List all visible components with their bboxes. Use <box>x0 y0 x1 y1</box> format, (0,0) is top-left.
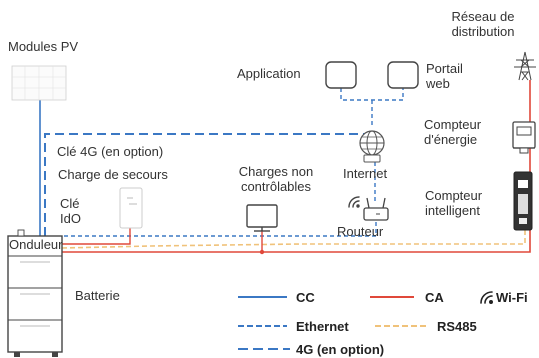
energy-meter-label: Compteur d'énergie <box>424 117 482 148</box>
legend-wifi-label: Wi-Fi <box>496 290 528 305</box>
router-icon <box>363 197 389 221</box>
uncontrollable-loads-label: Charges non contrôlables <box>228 164 324 195</box>
legend-rs485-label: RS485 <box>437 319 477 334</box>
web-portal-box <box>387 61 419 89</box>
legend-cc-label: CC <box>296 290 315 305</box>
ethernet-line-app-internet <box>340 88 404 101</box>
inverter-battery-stack <box>7 229 63 357</box>
web-portal-label: Portail web <box>426 61 463 92</box>
pv-modules-label: Modules PV <box>8 39 79 54</box>
4g-key-label: Clé 4G (en option) <box>57 144 164 159</box>
ac-junction <box>259 249 265 255</box>
grid-label-line2: distribution <box>451 23 515 39</box>
smart-meter-icon <box>513 171 533 231</box>
solar-panel-icon <box>11 65 67 101</box>
backup-load-label: Charge de secours <box>58 167 168 182</box>
iot-key-label: Clé IdO <box>60 196 81 227</box>
monitor-icon <box>246 204 278 232</box>
internet-globe-icon <box>359 130 385 163</box>
application-label: Application <box>237 66 301 81</box>
iot-key-label-line1: Clé <box>60 196 80 211</box>
smart-meter-label: Compteur intelligent <box>425 188 483 219</box>
grid-label: Réseau de distribution <box>438 9 528 40</box>
energy-meter-label-line2: d'énergie <box>424 131 478 147</box>
legend-ethernet-label: Ethernet <box>296 319 349 334</box>
energy-meter-label-line1: Compteur <box>424 117 482 132</box>
uncontrollable-loads-label-line1: Charges non <box>238 164 314 179</box>
ac-line-backup-load <box>62 228 131 245</box>
web-portal-label-line1: Portail <box>426 61 463 76</box>
application-box <box>325 61 357 89</box>
inverter-label: Onduleur <box>9 237 63 252</box>
ethernet-line-router-inverter <box>62 222 377 237</box>
grid-label-line1: Réseau de <box>451 9 515 24</box>
legend-4g-label: 4G (en option) <box>296 342 385 357</box>
web-portal-label-line2: web <box>426 75 450 91</box>
wifi-icon <box>348 196 360 208</box>
power-pylon-icon <box>514 51 536 81</box>
smart-meter-label-line1: Compteur <box>425 188 483 203</box>
legend-wifi-icon <box>480 291 493 304</box>
energy-meter-icon <box>512 121 536 154</box>
rs485-line <box>61 230 526 249</box>
internet-label: Internet <box>343 166 388 181</box>
backup-load-box <box>119 187 143 229</box>
uncontrollable-loads-label-line2: contrôlables <box>240 178 312 194</box>
legend-ca-label: CA <box>425 290 444 305</box>
router-label: Routeur <box>337 224 384 239</box>
battery-label: Batterie <box>75 288 120 303</box>
smart-meter-label-line2: intelligent <box>425 202 480 218</box>
iot-key-label-line2: IdO <box>60 210 81 226</box>
